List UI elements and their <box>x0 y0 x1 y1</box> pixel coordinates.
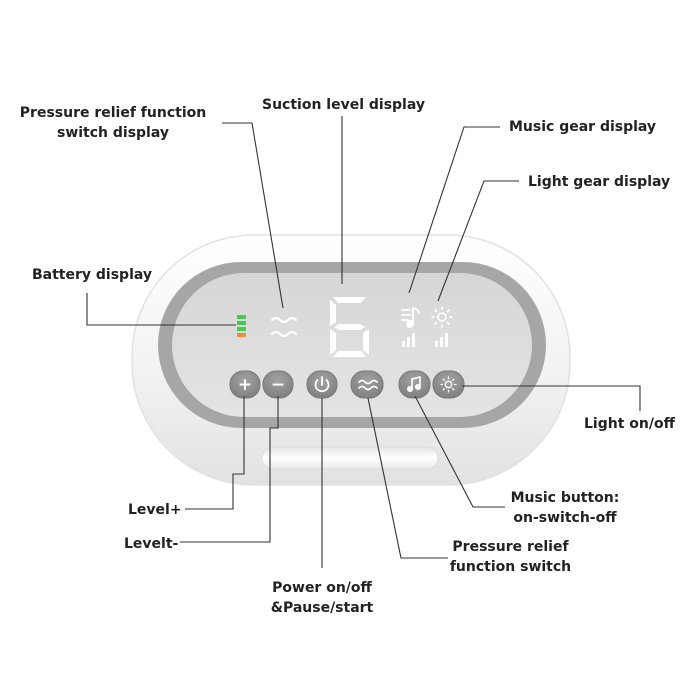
battery-bar <box>237 327 246 331</box>
label-music-button-line-2: on-switch-off <box>513 510 617 526</box>
label-pressure-relief-display: Pressure relief function switch display <box>18 103 208 143</box>
level-minus-button[interactable]: − <box>262 370 294 399</box>
music-note-icon <box>401 307 420 328</box>
minus-icon: − <box>271 375 285 395</box>
label-pressure-relief-switch: Pressure relief function switch <box>448 537 573 577</box>
leader-level-plus <box>185 396 245 510</box>
leader-light-gear <box>437 180 519 302</box>
label-suction-level-display: Suction level display <box>262 97 426 113</box>
music-gear-bars <box>402 333 415 347</box>
wave-icon <box>358 379 378 391</box>
sun-button-icon <box>440 376 457 393</box>
leader-pressure-display <box>222 122 284 309</box>
suction-level-digit <box>330 297 369 357</box>
label-level-plus: Level+ <box>128 502 182 518</box>
power-icon <box>314 376 330 393</box>
music-note-button-icon <box>406 376 421 392</box>
plus-icon: + <box>238 375 252 395</box>
label-pressure-relief-display-line-1: Pressure relief function <box>19 105 207 121</box>
battery-indicator <box>237 315 246 337</box>
display-screen <box>172 273 532 417</box>
label-battery-display: Battery display <box>32 267 153 283</box>
pressure-relief-button[interactable] <box>350 370 384 399</box>
label-pressure-relief-switch-line-2: function switch <box>449 559 572 575</box>
sun-icon <box>431 306 453 328</box>
label-power-line-2: &Pause/start <box>270 600 374 616</box>
label-power: Power on/off &Pause/start <box>262 578 382 618</box>
leader-light-onoff <box>462 385 641 411</box>
leader-pressure-switch <box>367 397 448 559</box>
label-power-line-1: Power on/off <box>272 580 372 596</box>
battery-bar <box>237 333 246 337</box>
music-button[interactable] <box>398 370 431 399</box>
battery-bar <box>237 321 246 325</box>
leader-level-minus <box>180 396 279 543</box>
light-button[interactable] <box>432 370 465 399</box>
label-music-button-line-1: Music button: <box>510 490 620 506</box>
level-plus-button[interactable]: + <box>229 370 261 399</box>
pressure-relief-wave-icon <box>270 316 298 338</box>
device-slot <box>261 446 439 470</box>
leader-battery <box>86 293 236 326</box>
label-music-gear-display: Music gear display <box>509 119 657 135</box>
leader-music-button <box>414 395 505 508</box>
label-light-onoff: Light on/off <box>584 416 675 432</box>
light-gear-bars <box>435 333 448 347</box>
power-button[interactable] <box>306 370 338 399</box>
leader-music-gear <box>408 126 500 294</box>
leader-lines <box>86 116 641 568</box>
label-pressure-relief-display-line-2: switch display <box>56 125 169 141</box>
label-light-gear-display: Light gear display <box>528 174 671 190</box>
battery-bar <box>237 315 246 319</box>
label-level-minus: Levelt- <box>124 536 179 552</box>
label-music-button: Music button: on-switch-off <box>505 488 625 528</box>
label-pressure-relief-switch-line-1: Pressure relief <box>452 539 569 555</box>
